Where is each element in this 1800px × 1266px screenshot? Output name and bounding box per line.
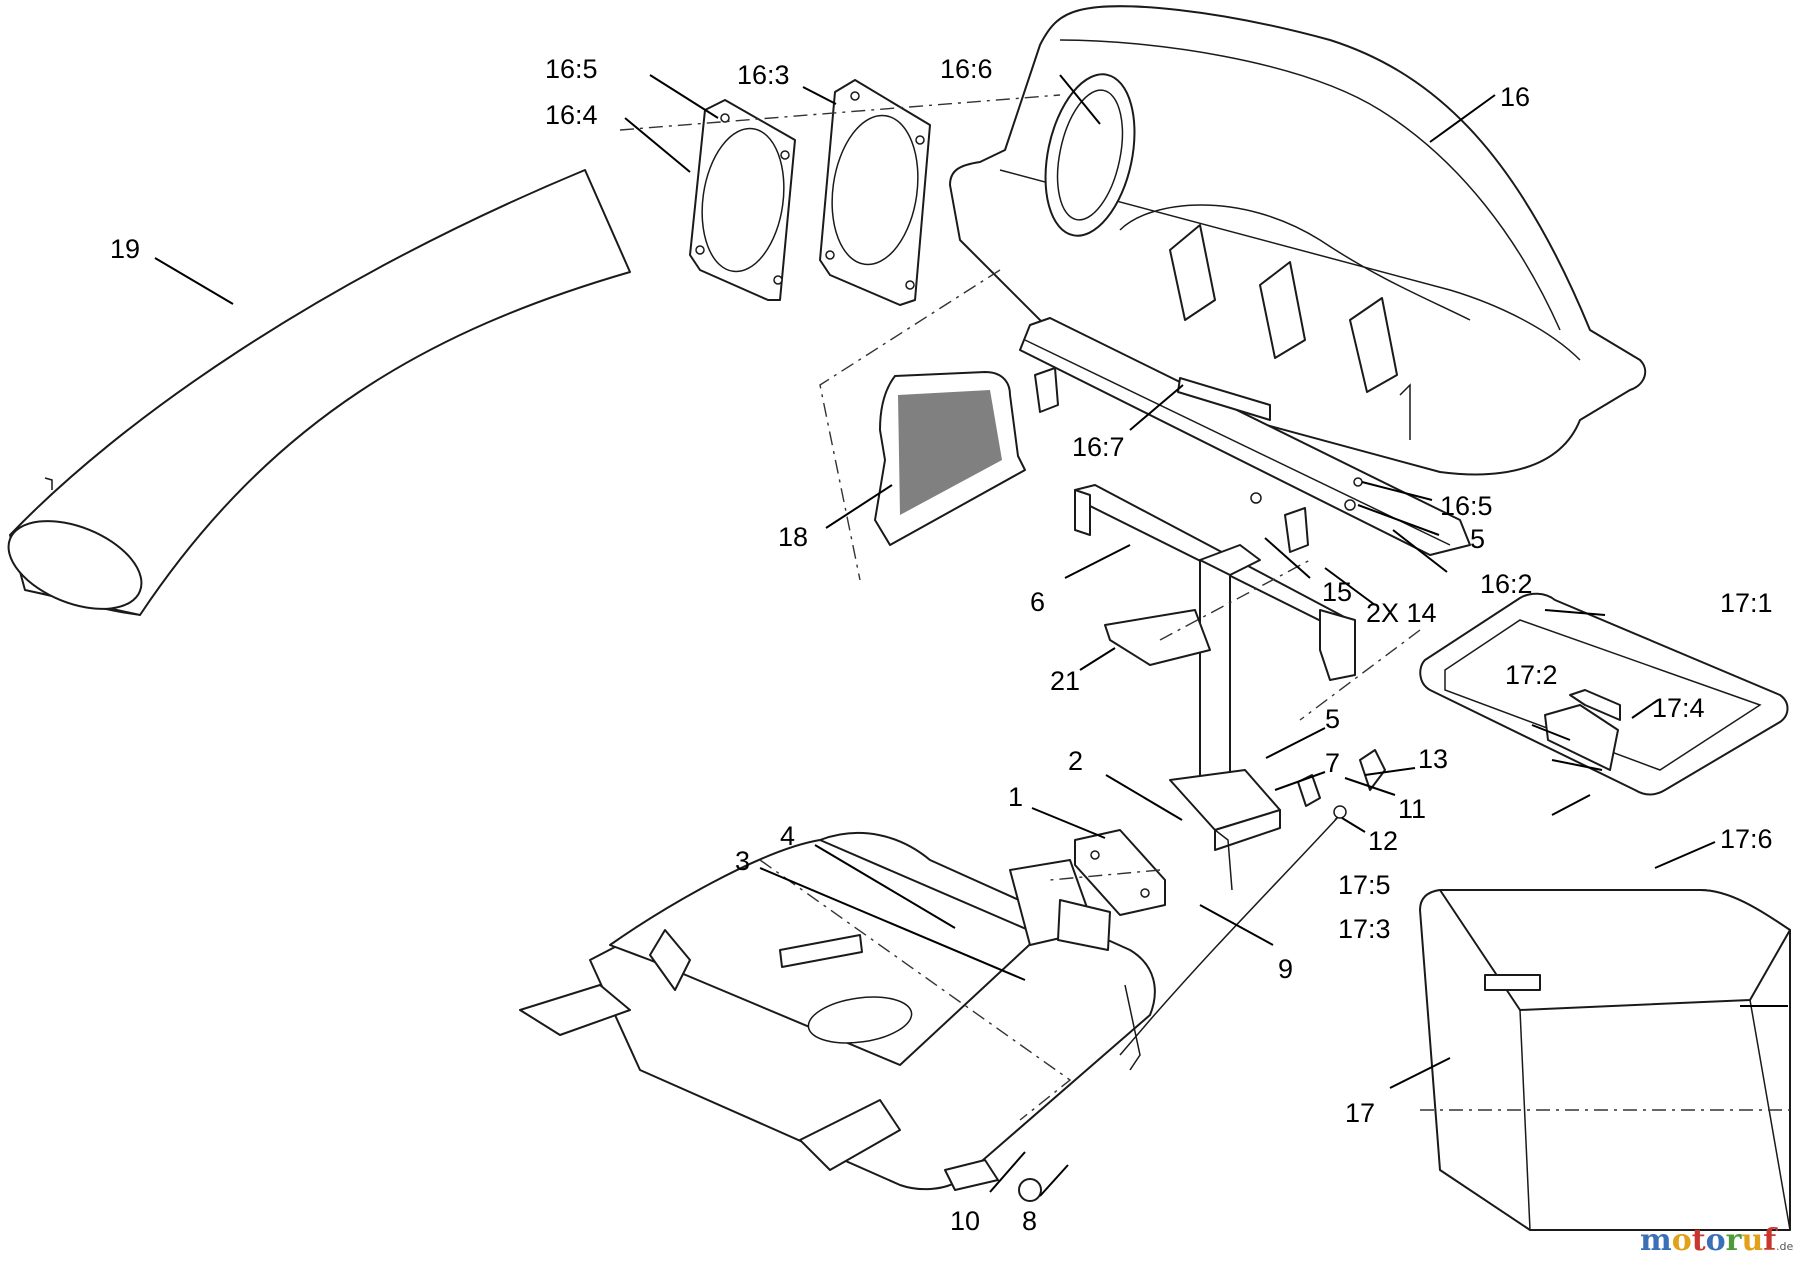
callout-17-6: 17:6 bbox=[1720, 824, 1773, 854]
callout-19: 19 bbox=[110, 234, 140, 264]
watermark-letter: o bbox=[1672, 1223, 1692, 1258]
callout-16-5: 16:5 bbox=[1440, 491, 1493, 521]
callout-17-1: 17:1 bbox=[1720, 588, 1773, 618]
callout-16-7: 16:7 bbox=[1072, 432, 1125, 462]
watermark-letter: r bbox=[1726, 1223, 1743, 1258]
watermark-letter: f bbox=[1763, 1223, 1778, 1258]
watermark-suffix: .de bbox=[1776, 1240, 1793, 1253]
callout-7: 7 bbox=[1325, 748, 1340, 778]
callout-5-lower: 5 bbox=[1325, 704, 1340, 734]
svg-text:motoruf: motoruf bbox=[1640, 1223, 1778, 1258]
callout-13: 13 bbox=[1418, 744, 1448, 774]
discharge-tube bbox=[7, 169, 631, 616]
support-bracket-21 bbox=[1104, 609, 1211, 666]
mesh-screen bbox=[874, 371, 1026, 546]
watermark-letter: t bbox=[1692, 1223, 1706, 1258]
watermark-letter: o bbox=[1706, 1223, 1726, 1258]
callout-17: 17 bbox=[1345, 1098, 1375, 1128]
callout-6: 6 bbox=[1030, 587, 1045, 617]
callout-9: 9 bbox=[1278, 954, 1293, 984]
callout-10: 10 bbox=[950, 1206, 980, 1236]
callout-12: 12 bbox=[1368, 826, 1398, 856]
watermark-letter: u bbox=[1741, 1223, 1763, 1258]
callout-16-4: 16:4 bbox=[545, 100, 598, 130]
callout-21: 21 bbox=[1050, 666, 1080, 696]
callout-16: 16 bbox=[1500, 82, 1530, 112]
callout-16-6: 16:6 bbox=[940, 54, 993, 84]
callout-11: 11 bbox=[1398, 794, 1426, 824]
gasket-plate-16-4 bbox=[689, 99, 796, 301]
callout-3: 3 bbox=[735, 846, 750, 876]
callout-4: 4 bbox=[780, 821, 795, 851]
callout-16-2: 16:2 bbox=[1480, 569, 1533, 599]
gasket-plate-16-3 bbox=[819, 79, 931, 306]
callout-2x-14: 2X 14 bbox=[1366, 598, 1437, 628]
callout-17-4: 17:4 bbox=[1652, 693, 1705, 723]
watermark-letter: m bbox=[1640, 1223, 1672, 1258]
callout-17-2: 17:2 bbox=[1505, 660, 1558, 690]
callout-8: 8 bbox=[1022, 1206, 1037, 1236]
collection-bag bbox=[1419, 889, 1791, 1231]
callout-16-3: 16:3 bbox=[737, 60, 790, 90]
callout-15: 15 bbox=[1322, 577, 1352, 607]
callout-17-5: 17:5 bbox=[1338, 870, 1391, 900]
motoruf-watermark-logo: motoruf .de bbox=[1640, 1223, 1793, 1258]
bag-frame bbox=[1419, 592, 1789, 796]
callout-16-5-top: 16:5 bbox=[545, 54, 598, 84]
callout-17-3: 17:3 bbox=[1338, 914, 1391, 944]
leader-lines bbox=[154, 74, 1788, 1197]
hitch-frame bbox=[1074, 484, 1356, 891]
callout-1: 1 bbox=[1008, 782, 1023, 812]
plate-1 bbox=[1074, 829, 1166, 916]
callout-2: 2 bbox=[1068, 746, 1083, 776]
callout-5-upper: 5 bbox=[1470, 524, 1485, 554]
callout-labels: 19 16:5 16:4 16:3 16:6 16 16:7 18 16:5 5… bbox=[110, 54, 1773, 1236]
assembly-lines bbox=[619, 94, 1421, 1121]
mounting-bracket-bar bbox=[1019, 317, 1471, 556]
callout-18: 18 bbox=[778, 522, 808, 552]
mower-frame bbox=[519, 831, 1156, 1202]
